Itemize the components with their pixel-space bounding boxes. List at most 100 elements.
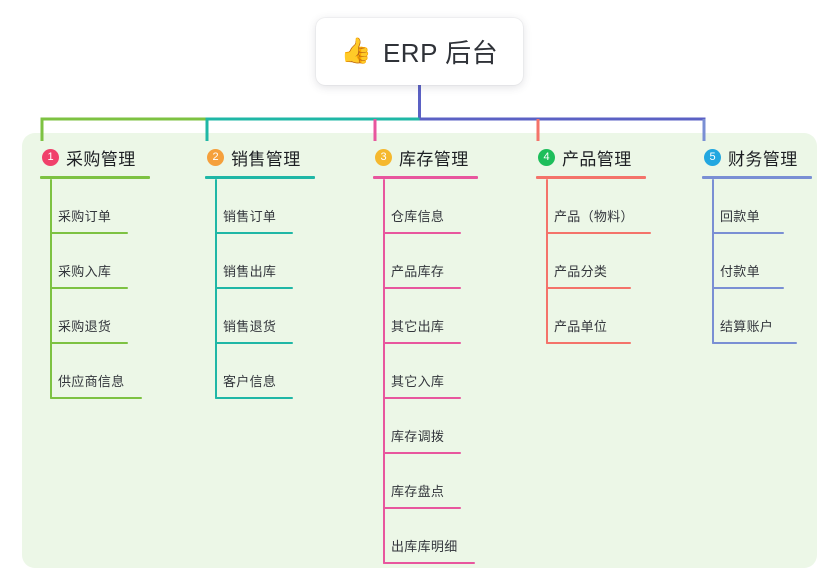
leaf-underline — [215, 232, 293, 234]
leaf-label: 付款单 — [720, 264, 760, 279]
branch-spine — [215, 179, 217, 399]
leaf-underline — [712, 342, 797, 344]
leaf-underline — [50, 342, 128, 344]
branch-spine — [383, 179, 385, 564]
branch-item-list: 仓库信息产品库存其它出库其它入库库存调拨库存盘点出库库明细 — [373, 179, 478, 564]
leaf-underline — [50, 287, 128, 289]
leaf-node[interactable]: 客户信息 — [205, 344, 315, 399]
leaf-label: 其它出库 — [391, 319, 445, 334]
leaf-label: 库存盘点 — [391, 484, 445, 499]
leaf-label: 产品库存 — [391, 264, 445, 279]
root-node[interactable]: 👍 ERP 后台 — [316, 18, 523, 85]
leaf-label: 其它入库 — [391, 374, 445, 389]
leaf-node[interactable]: 付款单 — [702, 234, 812, 289]
thumbs-up-icon: 👍 — [340, 37, 372, 65]
branch-item-list: 采购订单采购入库采购退货供应商信息 — [40, 179, 150, 399]
leaf-node[interactable]: 出库库明细 — [373, 509, 478, 564]
leaf-label: 采购入库 — [58, 264, 112, 279]
leaf-node[interactable]: 其它入库 — [373, 344, 478, 399]
leaf-underline — [215, 287, 293, 289]
branch-underline — [40, 176, 150, 179]
branch-header-3[interactable]: 3 库存管理 — [373, 145, 478, 169]
leaf-label: 销售出库 — [223, 264, 277, 279]
leaf-label: 回款单 — [720, 209, 760, 224]
branch-spine — [50, 179, 52, 399]
branch-title: 采购管理 — [66, 149, 136, 169]
leaf-underline — [712, 232, 784, 234]
leaf-underline — [383, 452, 461, 454]
leaf-label: 仓库信息 — [391, 209, 445, 224]
leaf-node[interactable]: 结算账户 — [702, 289, 812, 344]
leaf-label: 库存调拨 — [391, 429, 445, 444]
leaf-label: 结算账户 — [720, 319, 774, 334]
leaf-label: 产品分类 — [554, 264, 608, 279]
branch-number-badge: 3 — [375, 148, 392, 166]
leaf-underline — [712, 287, 784, 289]
leaf-label: 产品单位 — [554, 319, 608, 334]
leaf-underline — [383, 232, 461, 234]
branch-header-2[interactable]: 2 销售管理 — [205, 145, 315, 169]
branch-title: 财务管理 — [728, 149, 798, 169]
leaf-node[interactable]: 销售退货 — [205, 289, 315, 344]
branch-item-list: 回款单付款单结算账户 — [702, 179, 812, 344]
branch-column-1: 1 采购管理采购订单采购入库采购退货供应商信息 — [40, 145, 150, 399]
leaf-label: 销售订单 — [223, 209, 277, 224]
leaf-underline — [50, 397, 142, 399]
leaf-node[interactable]: 采购退货 — [40, 289, 150, 344]
leaf-label: 销售退货 — [223, 319, 277, 334]
leaf-underline — [383, 342, 461, 344]
branch-underline — [702, 176, 812, 179]
leaf-underline — [546, 232, 651, 234]
leaf-underline — [215, 342, 293, 344]
branch-number-badge: 2 — [207, 148, 224, 166]
branch-number-badge: 4 — [538, 148, 555, 166]
root-title: ERP 后台 — [382, 38, 499, 68]
diagram-panel — [22, 133, 817, 568]
leaf-node[interactable]: 回款单 — [702, 179, 812, 234]
leaf-node[interactable]: 产品单位 — [536, 289, 646, 344]
leaf-node[interactable]: 产品（物料） — [536, 179, 651, 234]
leaf-label: 供应商信息 — [58, 374, 125, 389]
branch-underline — [536, 176, 646, 179]
leaf-label: 采购退货 — [58, 319, 112, 334]
leaf-label: 产品（物料） — [554, 209, 634, 224]
leaf-node[interactable]: 库存盘点 — [373, 454, 478, 509]
branch-title: 库存管理 — [399, 149, 469, 169]
leaf-label: 客户信息 — [223, 374, 277, 389]
branch-item-list: 产品（物料） 产品分类产品单位 — [536, 179, 651, 344]
branch-spine — [712, 179, 714, 344]
branch-column-2: 2 销售管理销售订单销售出库销售退货客户信息 — [205, 145, 315, 399]
branch-column-3: 3 库存管理仓库信息产品库存其它出库其它入库库存调拨库存盘点出库库明细 — [373, 145, 478, 564]
leaf-label: 出库库明细 — [391, 539, 458, 554]
branch-column-5: 5 财务管理回款单付款单结算账户 — [702, 145, 812, 344]
branch-item-list: 销售订单销售出库销售退货客户信息 — [205, 179, 315, 399]
leaf-node[interactable]: 库存调拨 — [373, 399, 478, 454]
branch-header-1[interactable]: 1 采购管理 — [40, 145, 150, 169]
branch-spine — [546, 179, 548, 344]
branch-underline — [205, 176, 315, 179]
leaf-underline — [50, 232, 128, 234]
branch-header-5[interactable]: 5 财务管理 — [702, 145, 812, 169]
leaf-underline — [383, 287, 461, 289]
leaf-node[interactable]: 仓库信息 — [373, 179, 478, 234]
leaf-node[interactable]: 其它出库 — [373, 289, 478, 344]
leaf-underline — [546, 287, 631, 289]
leaf-node[interactable]: 采购入库 — [40, 234, 150, 289]
leaf-node[interactable]: 销售订单 — [205, 179, 315, 234]
branch-number-badge: 1 — [42, 148, 59, 166]
leaf-node[interactable]: 产品库存 — [373, 234, 478, 289]
branch-title: 销售管理 — [231, 149, 301, 169]
leaf-node[interactable]: 采购订单 — [40, 179, 150, 234]
leaf-node[interactable]: 产品分类 — [536, 234, 646, 289]
leaf-label: 采购订单 — [58, 209, 112, 224]
leaf-node[interactable]: 销售出库 — [205, 234, 315, 289]
leaf-underline — [383, 562, 475, 564]
leaf-underline — [383, 397, 461, 399]
leaf-underline — [383, 507, 461, 509]
branch-number-badge: 5 — [704, 148, 721, 166]
leaf-node[interactable]: 供应商信息 — [40, 344, 150, 399]
